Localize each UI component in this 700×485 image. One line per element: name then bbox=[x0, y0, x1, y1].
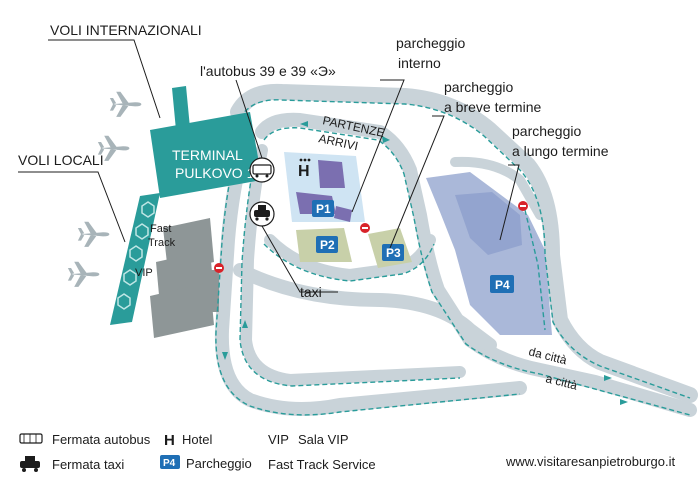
fast-track-label-line2: Track bbox=[148, 237, 176, 249]
legend-vip-label: Sala VIP bbox=[298, 432, 349, 447]
hotel-icon: H bbox=[298, 163, 310, 180]
no-entry-signs bbox=[214, 201, 528, 273]
route-arrows bbox=[222, 121, 628, 405]
bus-stop-icon bbox=[249, 157, 275, 183]
label-bus-route: l'autobus 39 e 39 «Э» bbox=[200, 63, 336, 79]
p3-label: P3 bbox=[386, 246, 401, 260]
leader-voli-locali bbox=[18, 171, 126, 243]
vip-gate-label: VIP bbox=[135, 267, 153, 279]
road-p4-top bbox=[450, 156, 545, 220]
road-inner-loop bbox=[255, 112, 697, 417]
route-arrow bbox=[604, 375, 612, 381]
gate-hexagon bbox=[129, 245, 143, 262]
label-park-interno-line1: parcheggio bbox=[396, 35, 465, 51]
route-inner bbox=[263, 127, 691, 416]
legend-bus-icon bbox=[19, 433, 43, 444]
legend-parking-icon: P4 bbox=[160, 455, 180, 469]
parking-badge-p1: P1 bbox=[312, 200, 334, 217]
route-arrow bbox=[222, 352, 228, 360]
route-arrow bbox=[300, 121, 308, 127]
legend-taxi-label: Fermata taxi bbox=[52, 457, 124, 472]
p4-label: P4 bbox=[495, 278, 510, 292]
parking-badge-p3: P3 bbox=[382, 244, 404, 261]
grey-blocks bbox=[150, 218, 219, 338]
leader-park-breve bbox=[389, 115, 445, 249]
legend: Fermata autobus Fermata taxi H Hotel P4 … bbox=[19, 432, 675, 472]
label-park-lungo-line2: a lungo termine bbox=[512, 143, 609, 159]
leader-park-interno bbox=[351, 79, 405, 213]
route-parking bbox=[263, 243, 435, 282]
p1-label: P1 bbox=[316, 202, 331, 216]
parking-badge-p2: P2 bbox=[316, 236, 338, 253]
route-arrow bbox=[620, 399, 628, 405]
label-taxi: taxi bbox=[300, 284, 322, 300]
p4-inner-block bbox=[455, 192, 522, 255]
airplane-icon bbox=[67, 261, 100, 287]
legend-vip-code: VIP bbox=[268, 432, 289, 447]
legend-taxi-icon bbox=[20, 456, 40, 472]
local-gates-strip bbox=[110, 193, 160, 325]
route-lines bbox=[215, 99, 691, 416]
legend-hotel-icon: H bbox=[164, 432, 175, 449]
route-arrow bbox=[242, 320, 248, 328]
road-outer-ring bbox=[230, 83, 698, 403]
hotel-building bbox=[318, 160, 345, 188]
parking-badges: P1 P2 P3 P4 bbox=[312, 200, 514, 293]
gate-hexagon bbox=[141, 201, 155, 218]
grey-strip bbox=[205, 270, 219, 312]
route-left bbox=[215, 139, 521, 416]
leader-taxi bbox=[261, 225, 338, 293]
fast-track-label-line1: Fast bbox=[150, 223, 171, 235]
legend-hotel-label: Hotel bbox=[182, 432, 212, 447]
terminal-pier-top bbox=[172, 86, 190, 130]
legend-bus-label: Fermata autobus bbox=[52, 432, 151, 447]
road-left bbox=[214, 133, 527, 416]
grey-pad-3 bbox=[150, 282, 214, 338]
gate-hexagon bbox=[117, 293, 131, 310]
label-voli-internazionali: VOLI INTERNAZIONALI bbox=[50, 22, 202, 38]
airplane-icon bbox=[77, 221, 110, 247]
label-park-lungo-line1: parcheggio bbox=[512, 123, 581, 139]
svg-text:P4: P4 bbox=[163, 458, 176, 469]
label-park-breve-line2: a breve termine bbox=[444, 99, 541, 115]
website-url: www.visitaresanpietroburgo.it bbox=[505, 454, 675, 469]
terminal-name-line1: TERMINAL bbox=[172, 147, 243, 163]
leader-voli-internazionali bbox=[48, 39, 161, 119]
label-park-breve-line1: parcheggio bbox=[444, 79, 513, 95]
taxi-stop-icon bbox=[249, 201, 275, 227]
road-lower-curve bbox=[233, 263, 497, 352]
terminal-pulkovo-1 bbox=[150, 112, 262, 198]
legend-fast-track-label: Fast Track Service bbox=[268, 457, 376, 472]
legend-parking-label: Parcheggio bbox=[186, 456, 252, 471]
gate-hexagon bbox=[123, 269, 137, 286]
label-voli-locali: VOLI LOCALI bbox=[18, 152, 104, 168]
route-outer bbox=[239, 99, 691, 399]
label-park-interno-line2: interno bbox=[398, 55, 441, 71]
leader-park-lungo bbox=[499, 164, 520, 241]
leader-lines bbox=[18, 39, 520, 293]
gate-hexagons bbox=[117, 201, 155, 310]
leader-bus bbox=[235, 79, 263, 159]
route-p4 bbox=[524, 209, 546, 331]
route-arrow bbox=[382, 136, 390, 143]
terminal-name-line2: PULKOVO 1 bbox=[175, 165, 255, 181]
gate-hexagon bbox=[135, 223, 149, 240]
route-left-2 bbox=[239, 151, 461, 387]
no-entry-icon bbox=[214, 263, 224, 273]
no-entry-icon bbox=[360, 223, 370, 233]
airplane-icon bbox=[109, 91, 142, 117]
inner-strip bbox=[334, 206, 352, 222]
hotel-icon-dots bbox=[299, 158, 311, 162]
parking-badge-p4: P4 bbox=[490, 275, 514, 293]
p2-label: P2 bbox=[320, 238, 335, 252]
no-entry-icon bbox=[518, 201, 528, 211]
